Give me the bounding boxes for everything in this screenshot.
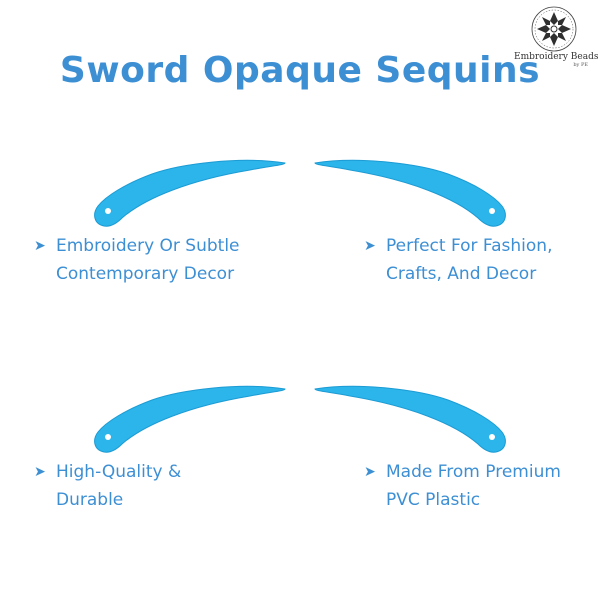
sword-sequin-image <box>94 385 286 453</box>
feature-line: Perfect For Fashion, <box>386 236 553 256</box>
feature-line: Durable <box>56 490 124 510</box>
feature-line: High-Quality & <box>56 462 182 482</box>
logo-sub: by PE <box>573 62 588 68</box>
feature-line: PVC Plastic <box>386 490 481 510</box>
arrow-right-icon: ➤ <box>34 238 46 254</box>
feature-item: ➤ Made From Premium PVC Plastic <box>364 458 561 514</box>
arrow-right-icon: ➤ <box>34 464 46 480</box>
feature-line: Made From Premium <box>386 462 561 482</box>
feature-item: ➤ High-Quality & Durable <box>34 458 182 514</box>
feature-line: Embroidery Or Subtle <box>56 236 240 256</box>
sword-sequin-image <box>94 159 286 227</box>
feature-line: Contemporary Decor <box>56 264 235 284</box>
logo-name: Embroidery Beads <box>514 52 599 62</box>
page-title: Sword Opaque Sequins <box>59 50 541 91</box>
feature-item: ➤ Perfect For Fashion, Crafts, And Decor <box>364 232 553 288</box>
arrow-right-icon: ➤ <box>364 464 376 480</box>
arrow-right-icon: ➤ <box>364 238 376 254</box>
brand-logo: Embroidery Beads by PE <box>514 6 599 92</box>
sword-sequin-image <box>314 159 506 227</box>
feature-line: Crafts, And Decor <box>386 264 537 284</box>
sword-sequin-image <box>314 385 506 453</box>
feature-item: ➤ Embroidery Or Subtle Contemporary Deco… <box>34 232 240 288</box>
mandala-logo-icon <box>531 6 577 52</box>
